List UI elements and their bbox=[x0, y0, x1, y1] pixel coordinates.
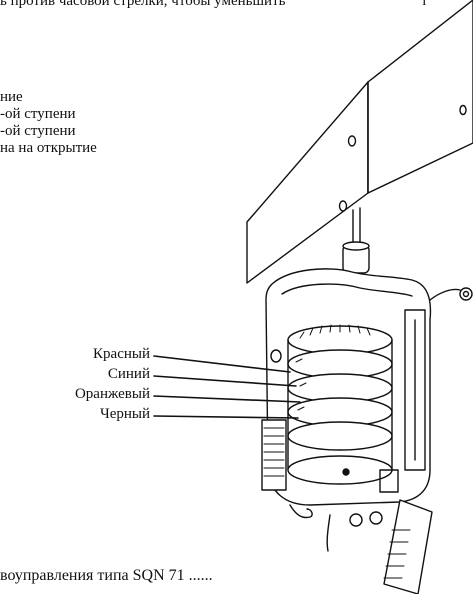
label-orange: Оранжевый bbox=[74, 386, 150, 402]
label-black: Черный bbox=[99, 406, 150, 422]
top-text-fragment: ь против часовой стрелки, чтобы уменьшит… bbox=[0, 0, 286, 9]
cam-discs bbox=[287, 324, 393, 485]
gear-assembly bbox=[261, 419, 399, 552]
top-text-fragment-right: т bbox=[421, 0, 428, 9]
motor-cap bbox=[342, 241, 370, 274]
list-item: -ой ступени bbox=[0, 123, 76, 139]
connector-plug bbox=[383, 499, 433, 594]
list-item: ние bbox=[0, 89, 23, 105]
list-item: -ой ступени bbox=[0, 106, 76, 122]
label-red: Красный bbox=[93, 346, 150, 362]
list-item: на на открытие bbox=[0, 140, 97, 156]
leader-lines bbox=[153, 355, 301, 419]
label-blue: Синий bbox=[107, 366, 150, 382]
figure-caption: воуправления типа SQN 71 ...... bbox=[0, 567, 213, 584]
mounting-plate bbox=[246, 0, 473, 284]
